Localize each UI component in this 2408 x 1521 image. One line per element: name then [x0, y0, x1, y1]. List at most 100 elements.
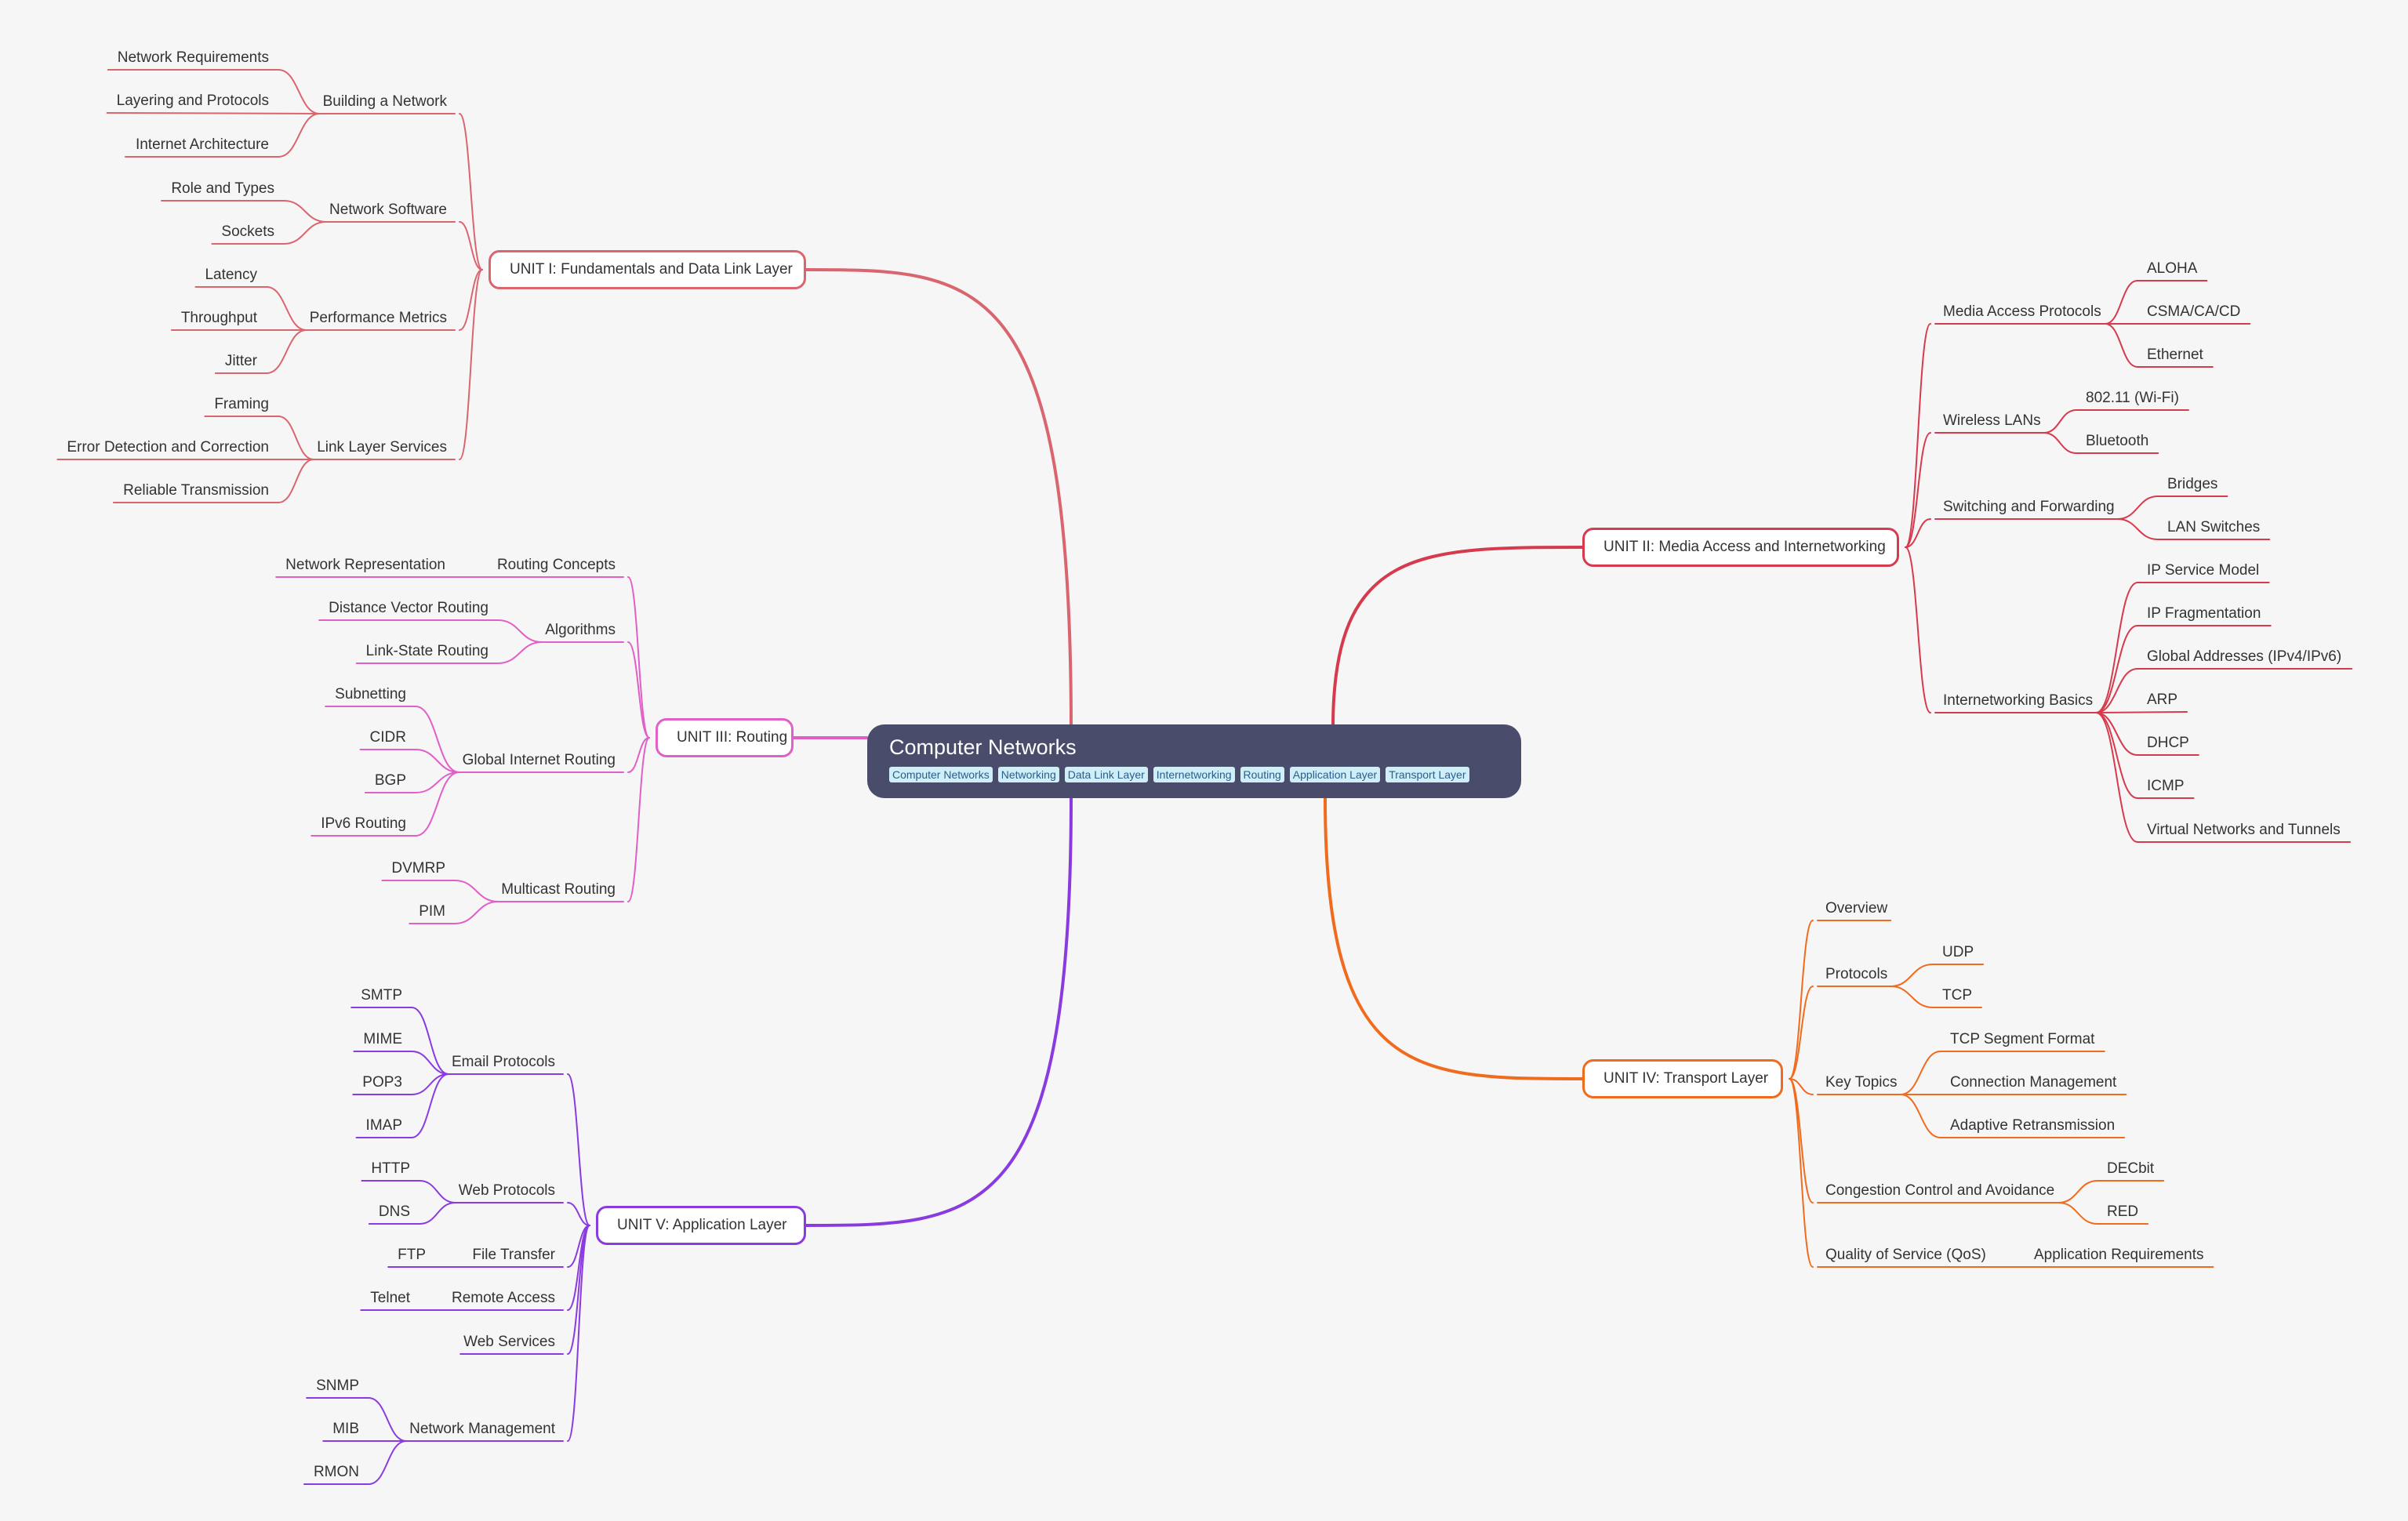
topic-u5-1[interactable]: Web Protocols [458, 1182, 555, 1199]
leaf-link [411, 1073, 450, 1138]
leaf-item[interactable]: RMON [313, 1464, 359, 1480]
topic-u2-0[interactable]: Media Access Protocols [1943, 303, 2101, 320]
topic-u3-3[interactable]: Multicast Routing [501, 881, 616, 898]
leaf-item[interactable]: Internet Architecture [135, 136, 269, 153]
leaf-item[interactable]: PIM [419, 903, 445, 920]
leaf-item[interactable]: Reliable Transmission [123, 482, 269, 499]
topic-u3-2[interactable]: Global Internet Routing [462, 752, 616, 768]
topic-link [567, 1202, 590, 1226]
tag[interactable]: Computer Networks [889, 767, 993, 782]
topic-u4-2[interactable]: Key Topics [1825, 1074, 1898, 1091]
unit-link-u4 [1324, 797, 1584, 1080]
topic-u5-2[interactable]: File Transfer [472, 1247, 555, 1263]
leaf-item[interactable]: MIB [332, 1421, 359, 1437]
leaf-item[interactable]: Virtual Networks and Tunnels [2147, 822, 2341, 838]
leaf-item[interactable]: LAN Switches [2167, 519, 2261, 535]
leaf-item[interactable]: FTP [398, 1247, 426, 1263]
topic-u4-1[interactable]: Protocols [1825, 966, 1888, 982]
unit-node-u5[interactable]: UNIT V: Application Layer [596, 1206, 806, 1245]
tag[interactable]: Data Link Layer [1064, 767, 1148, 782]
leaf-item[interactable]: Latency [205, 267, 257, 283]
leaf-item[interactable]: Distance Vector Routing [329, 600, 489, 616]
leaf-item[interactable]: Layering and Protocols [116, 93, 269, 109]
leaf-item[interactable]: Throughput [180, 310, 257, 326]
leaf-item[interactable]: Error Detection and Correction [67, 439, 269, 456]
leaf-item[interactable]: IMAP [365, 1117, 402, 1134]
leaf-item[interactable]: Adaptive Retransmission [1950, 1117, 2116, 1134]
leaf-item[interactable]: CSMA/CA/CD [2147, 303, 2241, 320]
leaf-item[interactable]: ARP [2147, 692, 2178, 708]
topic-u5-0[interactable]: Email Protocols [452, 1054, 555, 1070]
topic-link [627, 737, 650, 773]
topic-u5-4[interactable]: Web Services [463, 1334, 555, 1350]
tag[interactable]: Transport Layer [1386, 767, 1469, 782]
leaf-item[interactable]: DHCP [2147, 735, 2189, 751]
topic-u3-0[interactable]: Routing Concepts [496, 557, 616, 573]
leaf-item[interactable]: TCP [1942, 987, 1972, 1004]
leaf-item[interactable]: MIME [363, 1031, 402, 1047]
unit-node-u4[interactable]: UNIT IV: Transport Layer [1582, 1059, 1783, 1098]
leaf-item[interactable]: SNMP [316, 1378, 359, 1394]
leaf-link [2058, 1180, 2098, 1203]
leaf-item[interactable]: Ethernet [2147, 347, 2203, 363]
leaf-item[interactable]: DECbit [2107, 1160, 2155, 1177]
leaf-item[interactable]: RED [2107, 1203, 2139, 1220]
topic-u4-4[interactable]: Quality of Service (QoS) [1825, 1247, 1986, 1263]
topic-u2-3[interactable]: Internetworking Basics [1943, 692, 2094, 709]
topic-u1-3[interactable]: Link Layer Services [317, 439, 447, 456]
topic-link [459, 221, 483, 270]
topic-u2-2[interactable]: Switching and Forwarding [1943, 499, 2115, 515]
leaf-item[interactable]: IP Fragmentation [2147, 605, 2261, 622]
tag[interactable]: Routing [1240, 767, 1284, 782]
leaf-item[interactable]: Connection Management [1950, 1074, 2117, 1091]
leaf-link [411, 1051, 450, 1075]
tag[interactable]: Networking [997, 767, 1059, 782]
unit-node-u3[interactable]: UNIT III: Routing [656, 718, 794, 757]
root-node[interactable]: Computer Networks Computer Networks Netw… [867, 724, 1521, 798]
leaf-link [2116, 518, 2159, 540]
leaf-item[interactable]: POP3 [362, 1074, 402, 1091]
leaf-item[interactable]: Link-State Routing [365, 643, 489, 659]
topic-u1-2[interactable]: Performance Metrics [309, 310, 447, 326]
topic-u5-3[interactable]: Remote Access [452, 1290, 555, 1306]
leaf-item[interactable]: Role and Types [171, 180, 274, 197]
leaf-item[interactable]: Network Representation [285, 557, 445, 573]
leaf-item[interactable]: IPv6 Routing [321, 815, 406, 832]
leaf-item[interactable]: Application Requirements [2034, 1247, 2204, 1263]
leaf-item[interactable]: ICMP [2147, 778, 2185, 794]
topic-u4-0[interactable]: Overview [1825, 900, 1888, 917]
leaf-item[interactable]: BGP [374, 772, 406, 789]
leaf-item[interactable]: TCP Segment Format [1950, 1031, 2095, 1047]
leaf-item[interactable]: ALOHA [2147, 260, 2198, 277]
leaf-item[interactable]: Framing [214, 396, 269, 412]
leaf-item[interactable]: Bluetooth [2086, 433, 2149, 449]
tag[interactable]: Internetworking [1153, 767, 1235, 782]
leaf-item[interactable]: CIDR [369, 729, 406, 746]
topic-u5-5[interactable]: Network Management [409, 1421, 555, 1437]
leaf-item[interactable]: Bridges [2167, 476, 2218, 492]
leaf-item[interactable]: Global Addresses (IPv4/IPv6) [2147, 648, 2342, 665]
unit-node-u2[interactable]: UNIT II: Media Access and Internetworkin… [1582, 528, 1899, 567]
unit-node-u1[interactable]: UNIT I: Fundamentals and Data Link Layer [489, 250, 806, 289]
topic-u1-0[interactable]: Building a Network [322, 93, 447, 110]
leaf-item[interactable]: Telnet [370, 1290, 410, 1306]
topic-u3-1[interactable]: Algorithms [545, 622, 616, 638]
topic-u4-3[interactable]: Congestion Control and Avoidance [1825, 1182, 2055, 1199]
leaf-link [278, 69, 321, 114]
leaf-item[interactable]: 802.11 (Wi-Fi) [2086, 390, 2179, 406]
leaf-item[interactable]: DVMRP [391, 860, 445, 877]
leaf-item[interactable]: IP Service Model [2147, 562, 2260, 579]
tag[interactable]: Application Layer [1289, 767, 1381, 782]
leaf-item[interactable]: Jitter [224, 353, 257, 369]
leaf-item[interactable]: SMTP [361, 987, 402, 1004]
leaf-item[interactable]: Sockets [221, 223, 274, 240]
leaf-item[interactable]: DNS [378, 1203, 410, 1220]
leaf-item[interactable]: UDP [1942, 944, 1974, 960]
topic-u2-1[interactable]: Wireless LANs [1943, 412, 2041, 429]
leaf-item[interactable]: Network Requirements [117, 49, 269, 66]
topic-u1-1[interactable]: Network Software [329, 201, 447, 218]
leaf-item[interactable]: HTTP [371, 1160, 410, 1177]
leaf-item[interactable]: Subnetting [335, 686, 406, 702]
